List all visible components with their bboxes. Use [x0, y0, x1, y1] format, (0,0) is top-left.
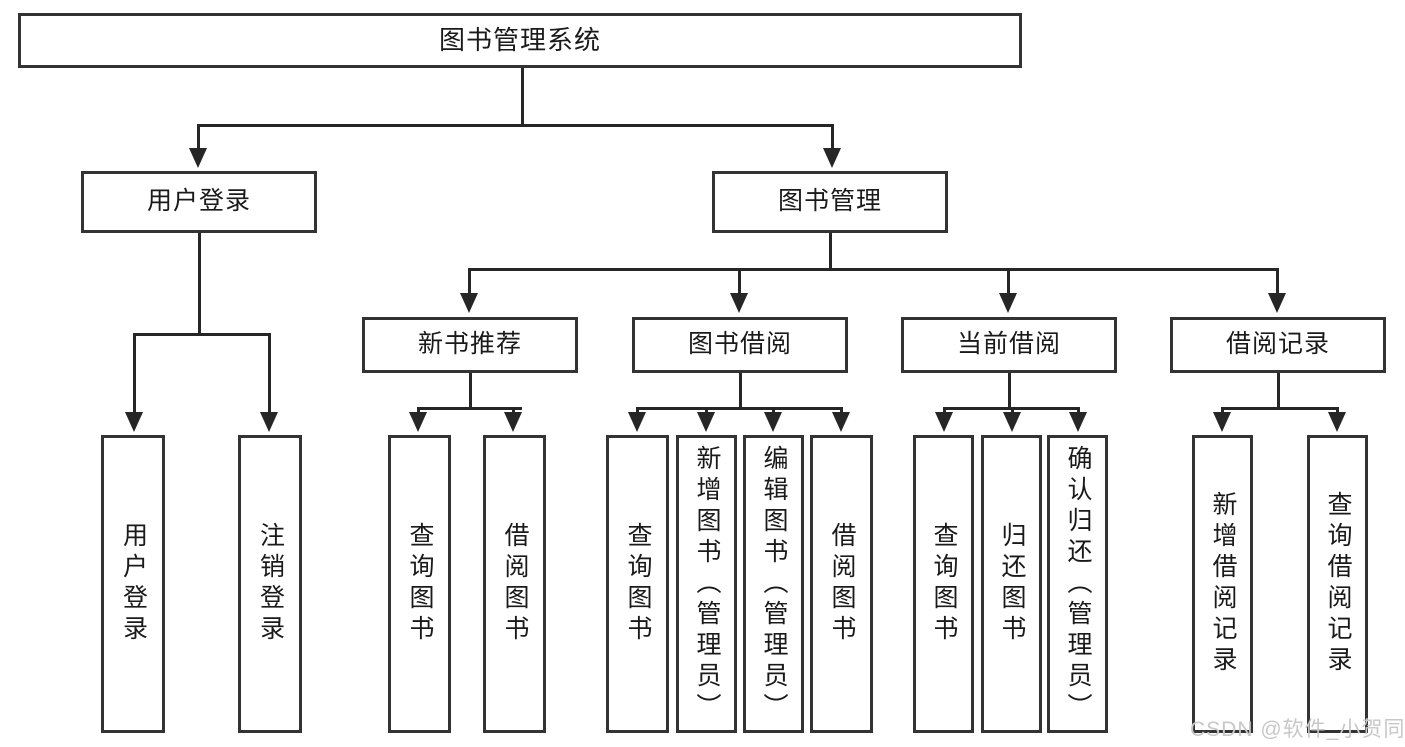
edge-new-book-leaf-0 — [417, 407, 420, 414]
edge-current-borrow-leaf-0 — [943, 407, 946, 414]
arrow-to-book-borrow — [730, 293, 748, 313]
node-label: 新书推荐 — [417, 330, 522, 359]
edge-book-borrow-leaf-1 — [705, 407, 708, 414]
node-new-book-recommend[interactable]: 新书推荐 — [362, 317, 578, 373]
arrow-book-borrow-leaf-2 — [764, 412, 782, 432]
node-label: 图书管理 — [777, 187, 882, 216]
edge-book-borrow-leaf-3 — [840, 407, 843, 414]
arrow-to-new-book — [460, 293, 478, 313]
node-book-management[interactable]: 图书管理 — [712, 171, 948, 233]
leaf-current-borrow-0[interactable]: 查询图书 — [913, 435, 974, 733]
edge-to-borrow-record — [1276, 268, 1279, 294]
arrow-borrow-record-leaf-0 — [1213, 412, 1231, 432]
arrow-new-book-leaf-0 — [409, 412, 427, 432]
arrow-to-current-borrow — [999, 293, 1017, 313]
arrow-to-user-login — [189, 148, 207, 168]
edge-book-borrow-bus — [636, 407, 843, 410]
arrow-current-borrow-leaf-2 — [1069, 412, 1087, 432]
arrow-user-login-leaf-1 — [260, 412, 278, 432]
node-label: 查询借阅记录 — [1324, 491, 1352, 677]
arrow-new-book-leaf-1 — [504, 412, 522, 432]
leaf-user-login-0[interactable]: 用户登录 — [101, 435, 165, 733]
edge-user-login-bus — [133, 333, 270, 336]
arrow-current-borrow-leaf-1 — [1003, 412, 1021, 432]
edge-to-book-borrow — [738, 268, 741, 294]
node-root-book-management-system[interactable]: 图书管理系统 — [18, 13, 1022, 68]
node-label: 用户登录 — [146, 187, 251, 216]
arrow-book-borrow-leaf-0 — [628, 412, 646, 432]
node-label: 图书管理系统 — [438, 25, 601, 56]
edge-new-book-stem — [469, 373, 472, 409]
node-label: 借阅图书 — [828, 522, 856, 646]
edge-root-bus — [197, 124, 834, 127]
node-current-borrow[interactable]: 当前借阅 — [901, 317, 1117, 373]
edge-to-user-login — [197, 124, 200, 150]
arrow-to-book-manage — [823, 148, 841, 168]
edge-new-book-leaf-1 — [512, 407, 515, 414]
node-label: 查询图书 — [624, 522, 652, 646]
node-label: 确认归还（管理员） — [1064, 444, 1092, 724]
node-user-login[interactable]: 用户登录 — [81, 171, 317, 233]
edge-user-login-leaf-1 — [268, 333, 271, 413]
leaf-book-borrow-1[interactable]: 新增图书（管理员） — [676, 435, 737, 733]
node-label: 编辑图书（管理员） — [760, 444, 788, 724]
leaf-new-book-0[interactable]: 查询图书 — [388, 435, 451, 733]
edge-borrow-record-leaf-1 — [1336, 407, 1339, 414]
edge-book-manage-bus — [468, 268, 1279, 271]
edge-borrow-record-stem — [1277, 373, 1280, 409]
edge-book-manage-stem — [829, 233, 832, 270]
node-label: 查询图书 — [406, 522, 434, 646]
edge-user-login-leaf-0 — [133, 333, 136, 413]
node-label: 查询图书 — [930, 522, 958, 646]
node-book-borrow[interactable]: 图书借阅 — [632, 317, 848, 373]
leaf-borrow-record-1[interactable]: 查询借阅记录 — [1307, 435, 1368, 733]
node-label: 归还图书 — [998, 522, 1026, 646]
arrow-user-login-leaf-0 — [125, 412, 143, 432]
edge-current-borrow-leaf-1 — [1011, 407, 1014, 414]
edge-to-book-manage — [831, 124, 834, 150]
leaf-book-borrow-0[interactable]: 查询图书 — [606, 435, 669, 733]
node-label: 借阅记录 — [1225, 330, 1330, 359]
arrow-current-borrow-leaf-0 — [935, 412, 953, 432]
node-label: 用户登录 — [119, 522, 148, 646]
node-label: 图书借阅 — [687, 330, 792, 359]
leaf-book-borrow-2[interactable]: 编辑图书（管理员） — [743, 435, 804, 733]
edge-book-borrow-stem — [739, 373, 742, 409]
edge-borrow-record-bus — [1221, 407, 1339, 410]
node-borrow-record[interactable]: 借阅记录 — [1170, 317, 1386, 373]
leaf-user-login-1[interactable]: 注销登录 — [238, 435, 302, 733]
edge-new-book-bus — [417, 407, 522, 410]
edge-to-new-book — [468, 268, 471, 294]
node-label: 当前借阅 — [956, 330, 1061, 359]
leaf-borrow-record-0[interactable]: 新增借阅记录 — [1192, 435, 1253, 733]
arrow-borrow-record-leaf-1 — [1328, 412, 1346, 432]
arrow-book-borrow-leaf-3 — [832, 412, 850, 432]
node-label: 新增借阅记录 — [1209, 491, 1237, 677]
edge-borrow-record-leaf-0 — [1221, 407, 1224, 414]
leaf-new-book-1[interactable]: 借阅图书 — [483, 435, 546, 733]
node-label: 注销登录 — [256, 522, 285, 646]
leaf-book-borrow-3[interactable]: 借阅图书 — [810, 435, 873, 733]
leaf-current-borrow-2[interactable]: 确认归还（管理员） — [1047, 435, 1108, 733]
edge-to-current-borrow — [1007, 268, 1010, 294]
node-label: 借阅图书 — [501, 522, 529, 646]
csdn-watermark: CSDN @软件_小贺同学 — [1190, 718, 1405, 741]
arrow-book-borrow-leaf-1 — [697, 412, 715, 432]
arrow-to-borrow-record — [1268, 293, 1286, 313]
edge-root-stem — [521, 67, 524, 125]
edge-book-borrow-leaf-0 — [636, 407, 639, 414]
edge-current-borrow-stem — [1008, 373, 1011, 409]
node-label: 新增图书（管理员） — [693, 444, 721, 724]
edge-current-borrow-leaf-2 — [1077, 407, 1080, 414]
leaf-current-borrow-1[interactable]: 归还图书 — [981, 435, 1042, 733]
edge-book-borrow-leaf-2 — [772, 407, 775, 414]
edge-user-login-stem — [198, 233, 201, 334]
